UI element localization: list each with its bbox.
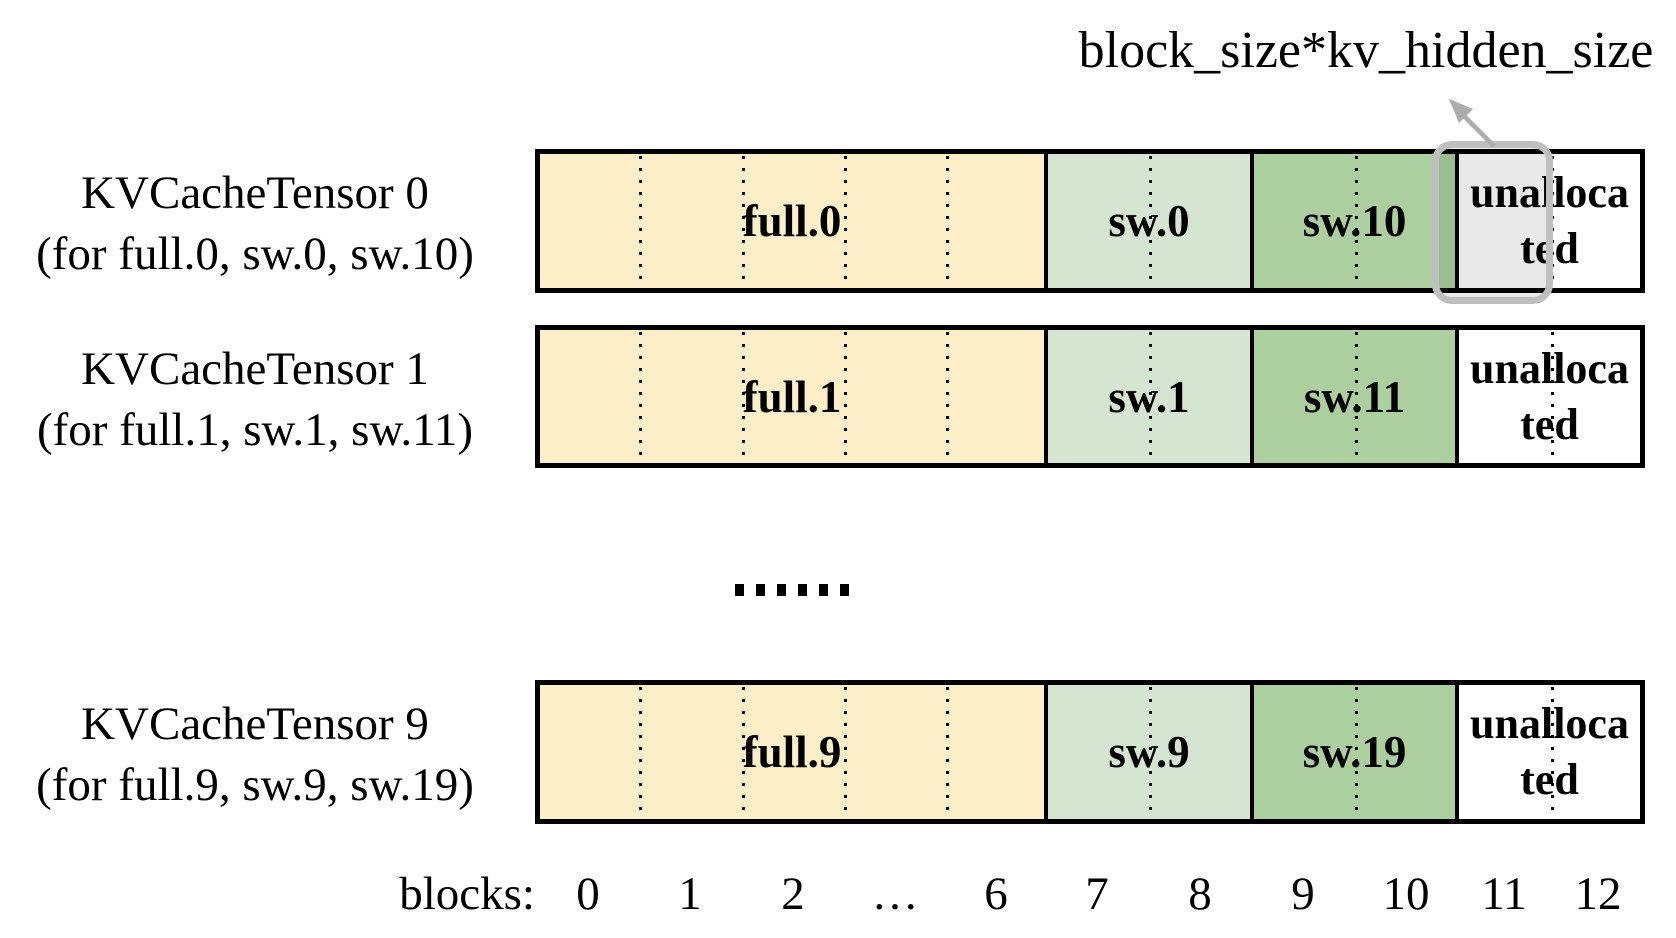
kv-cache-bar-tensor-1: full.1 sw.1 sw.11 unalloca ted bbox=[535, 325, 1645, 468]
block-divider-dotted bbox=[844, 332, 847, 461]
segment-sw-second-label: sw.19 bbox=[1302, 727, 1407, 777]
segment-unallocated-label: unalloca ted bbox=[1470, 343, 1629, 449]
segment-unallocated-label: unalloca ted bbox=[1470, 699, 1629, 804]
row-title: KVCacheTensor 1 bbox=[81, 343, 429, 395]
axis-tick-6: 6 bbox=[984, 868, 1008, 920]
axis-tick-ellipsis: … bbox=[871, 868, 919, 920]
ellipsis-dot bbox=[735, 584, 744, 596]
segment-full: full.9 bbox=[540, 685, 1044, 819]
block-divider-dotted bbox=[1149, 156, 1152, 286]
axis-tick-9: 9 bbox=[1291, 868, 1315, 920]
block-divider-dotted bbox=[639, 156, 642, 286]
axis-tick-2: 2 bbox=[781, 868, 805, 920]
row-label-tensor-0: KVCacheTensor 0 (for full.0, sw.0, sw.10… bbox=[0, 163, 510, 285]
ellipsis-dot bbox=[777, 584, 786, 596]
block-divider-dotted bbox=[639, 687, 642, 817]
axis-tick-10: 10 bbox=[1382, 868, 1430, 920]
ellipsis-dot bbox=[756, 584, 765, 596]
segment-full: full.0 bbox=[540, 154, 1044, 288]
segment-sw-first-label: sw.1 bbox=[1108, 371, 1190, 422]
block-divider-dotted bbox=[1149, 332, 1152, 461]
row-subtitle: (for full.9, sw.9, sw.19) bbox=[36, 759, 474, 811]
block-divider-dotted bbox=[1149, 687, 1152, 817]
highlight-box bbox=[1432, 141, 1553, 304]
segment-sw-first: sw.9 bbox=[1044, 685, 1250, 819]
block-divider-dotted bbox=[1355, 156, 1358, 286]
block-divider-dotted bbox=[1551, 332, 1554, 461]
segment-sw-second: sw.10 bbox=[1250, 154, 1455, 288]
ellipsis-dots bbox=[735, 584, 849, 596]
blocks-axis: blocks: 0 1 2 … 6 7 8 9 10 11 12 bbox=[0, 866, 1676, 926]
block-size-annotation-label: block_size*kv_hidden_size bbox=[1078, 22, 1654, 79]
block-divider-dotted bbox=[946, 687, 949, 817]
segment-sw-second-label: sw.11 bbox=[1303, 371, 1406, 422]
segment-full-label: full.0 bbox=[742, 196, 842, 246]
segment-unallocated: unalloca ted bbox=[1455, 330, 1640, 463]
block-divider-dotted bbox=[1355, 332, 1358, 461]
blocks-axis-label: blocks: bbox=[399, 868, 535, 920]
row-title: KVCacheTensor 0 bbox=[81, 167, 429, 219]
axis-tick-8: 8 bbox=[1188, 868, 1212, 920]
segment-full-label: full.9 bbox=[742, 727, 842, 777]
annotation-arrow-head-icon bbox=[1449, 99, 1473, 123]
segment-sw-first: sw.1 bbox=[1044, 330, 1250, 463]
block-divider-dotted bbox=[946, 156, 949, 286]
block-divider-dotted bbox=[742, 687, 745, 817]
block-divider-dotted bbox=[1355, 687, 1358, 817]
segment-sw-second-label: sw.10 bbox=[1302, 196, 1407, 246]
segment-sw-first-label: sw.0 bbox=[1108, 196, 1190, 246]
block-divider-dotted bbox=[844, 687, 847, 817]
kv-cache-bar-tensor-0: full.0 sw.0 sw.10 unalloca ted bbox=[535, 149, 1645, 293]
block-divider-dotted bbox=[946, 332, 949, 461]
axis-tick-12: 12 bbox=[1574, 868, 1622, 920]
row-subtitle: (for full.0, sw.0, sw.10) bbox=[36, 228, 474, 280]
kv-cache-bar-tensor-9: full.9 sw.9 sw.19 unalloca ted bbox=[535, 680, 1645, 824]
axis-tick-7: 7 bbox=[1085, 868, 1109, 920]
axis-tick-0: 0 bbox=[576, 868, 600, 920]
block-divider-dotted bbox=[639, 332, 642, 461]
axis-tick-1: 1 bbox=[678, 868, 702, 920]
row-label-tensor-1: KVCacheTensor 1 (for full.1, sw.1, sw.11… bbox=[0, 339, 510, 461]
ellipsis-dot bbox=[819, 584, 828, 596]
ellipsis-dot bbox=[840, 584, 849, 596]
ellipsis-dot bbox=[798, 584, 807, 596]
block-divider-dotted bbox=[742, 156, 745, 286]
segment-sw-first: sw.0 bbox=[1044, 154, 1250, 288]
block-divider-dotted bbox=[742, 332, 745, 461]
segment-unallocated: unalloca ted bbox=[1455, 685, 1640, 819]
row-label-tensor-9: KVCacheTensor 9 (for full.9, sw.9, sw.19… bbox=[0, 694, 510, 816]
segment-full: full.1 bbox=[540, 330, 1044, 463]
segment-sw-first-label: sw.9 bbox=[1108, 727, 1190, 777]
row-subtitle: (for full.1, sw.1, sw.11) bbox=[37, 404, 473, 456]
row-title: KVCacheTensor 9 bbox=[81, 698, 429, 750]
axis-tick-11: 11 bbox=[1481, 868, 1527, 920]
segment-sw-second: sw.19 bbox=[1250, 685, 1455, 819]
segment-sw-second: sw.11 bbox=[1250, 330, 1455, 463]
block-divider-dotted bbox=[844, 156, 847, 286]
block-divider-dotted bbox=[1551, 687, 1554, 817]
segment-full-label: full.1 bbox=[742, 371, 842, 422]
